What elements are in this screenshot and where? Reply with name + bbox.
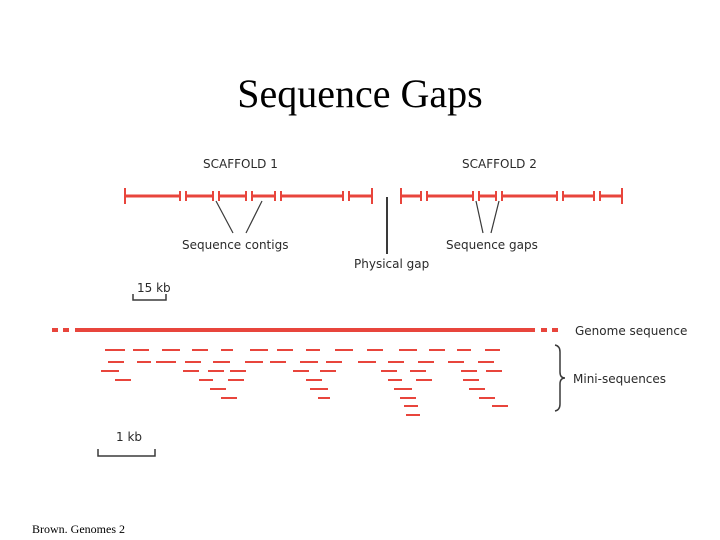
sequence-gaps-pointer: [475, 200, 484, 234]
mini-sequences-brace: [554, 344, 566, 412]
mini-sequences-label: Mini-sequences: [573, 372, 666, 386]
scale-bar-1kb: 1 kb: [97, 430, 156, 457]
sequence-contigs-label: Sequence contigs: [182, 238, 288, 252]
source-caption: Brown. Genomes 2: [32, 522, 125, 536]
scale-bar-1kb-label: 1 kb: [116, 430, 142, 444]
scaffold-1: [124, 188, 373, 204]
mini-sequences: [101, 349, 508, 416]
sequence-contigs-pointer: [215, 200, 234, 234]
pointer-lines: [215, 197, 500, 254]
sequence-contigs-pointer: [245, 200, 263, 234]
scaffold-2-label: SCAFFOLD 2: [462, 157, 537, 171]
scaffold-1-label: SCAFFOLD 1: [203, 157, 278, 171]
genome-sequence-label: Genome sequence: [575, 324, 687, 338]
scale-bar-15kb-label: 15 kb: [137, 281, 171, 295]
slide-title: Sequence Gaps: [237, 71, 483, 116]
sequence-gaps-pointer: [490, 200, 500, 234]
physical-gap-label: Physical gap: [354, 257, 429, 271]
scale-bar-15kb: 15 kb: [132, 281, 171, 301]
scaffold-2: [400, 188, 623, 204]
sequence-gaps-label: Sequence gaps: [446, 238, 538, 252]
